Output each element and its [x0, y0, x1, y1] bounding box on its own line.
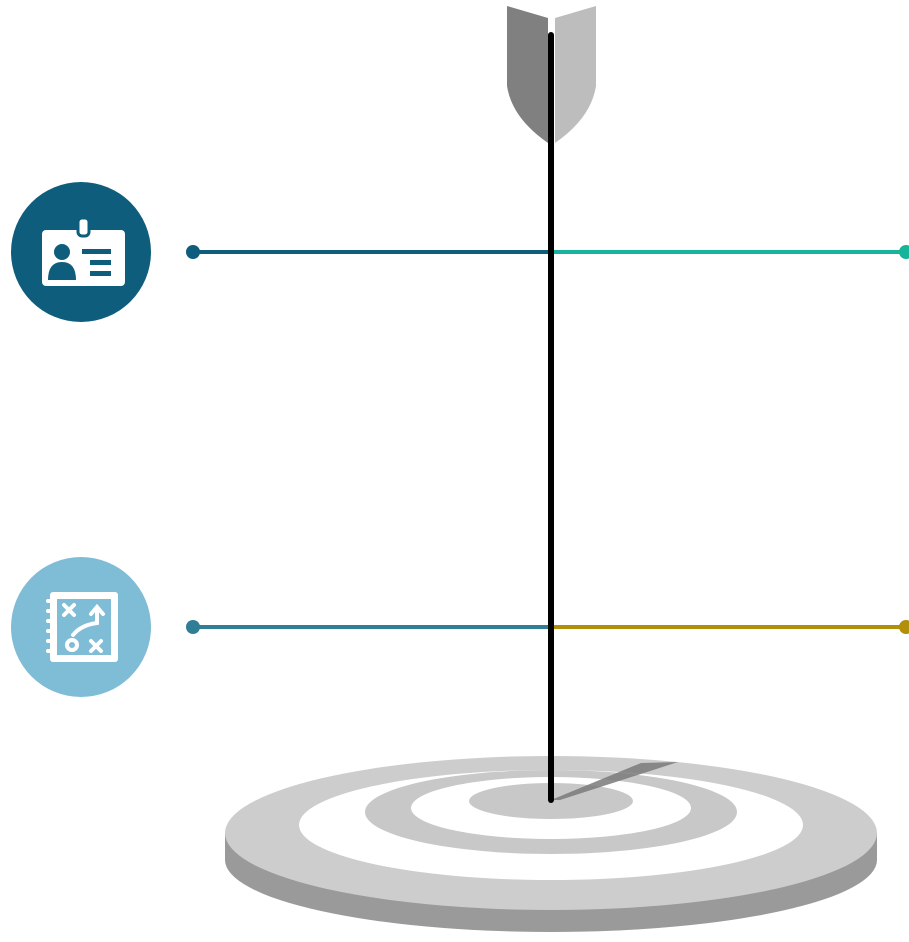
- connector-bottom-right-dot: [899, 620, 909, 634]
- connectors: [186, 245, 909, 634]
- arrow: [507, 6, 596, 800]
- strategy-plan-icon: [11, 557, 151, 697]
- fletching-left: [507, 6, 548, 143]
- id-card-icon: [11, 182, 151, 322]
- fletching-right: [555, 6, 596, 143]
- connector-top-left-dot: [186, 245, 200, 259]
- connector-bottom-left-dot: [186, 620, 200, 634]
- connector-top-right-dot: [899, 245, 909, 259]
